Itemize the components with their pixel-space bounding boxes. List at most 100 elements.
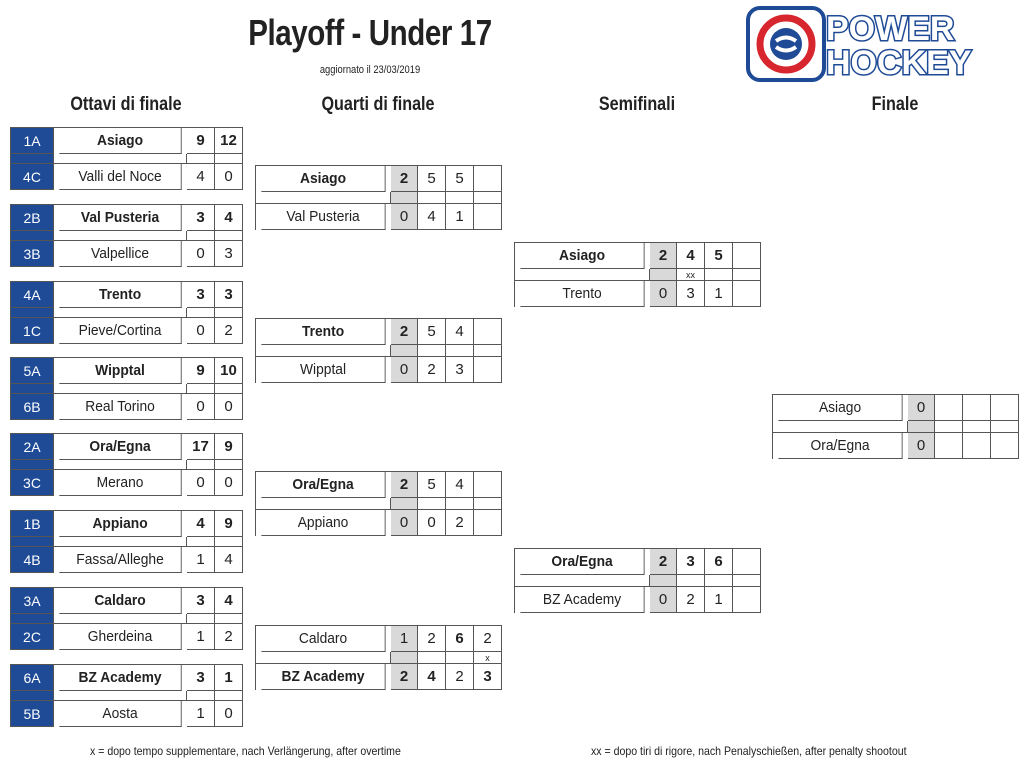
game-score: 4 [215, 547, 243, 573]
spacer-cell [54, 308, 187, 318]
game-score: 2 [474, 626, 502, 652]
game-score: 1 [446, 204, 474, 230]
power-hockey-logo: POWER HOCKEY [746, 6, 973, 82]
seed-badge: 2A [11, 434, 54, 460]
spacer-cell [418, 498, 446, 510]
game-score: 9 [187, 128, 215, 154]
spacer-cell [391, 498, 418, 510]
game-score: 4 [418, 204, 446, 230]
game-score: 1 [187, 624, 215, 650]
team-name: Trento [59, 282, 182, 308]
footnote-overtime: x = dopo tempo supplementare, nach Verlä… [90, 744, 401, 758]
game-score: 3 [474, 664, 502, 690]
spacer-cell [391, 192, 418, 204]
spacer-cell [515, 575, 650, 587]
game-score [935, 433, 963, 459]
spacer-cell [515, 269, 650, 281]
game-score: 4 [418, 664, 446, 690]
seed-badge: 3B [11, 241, 54, 267]
team-name: Appiano [59, 511, 182, 537]
game-score: 0 [187, 318, 215, 344]
spacer-cell [187, 537, 215, 547]
team-name: Fassa/Alleghe [59, 547, 182, 573]
spacer-cell [677, 575, 705, 587]
game-score: 17 [187, 434, 215, 460]
spacer-cell [733, 269, 761, 281]
game-score: 0 [215, 470, 243, 496]
team-name: Asiago [261, 166, 386, 192]
game-score [733, 281, 761, 307]
spacer-cell [446, 498, 474, 510]
seed-spacer [11, 460, 54, 470]
game-score: 2 [418, 626, 446, 652]
game-score: 3 [677, 281, 705, 307]
game-score: 6 [705, 549, 733, 575]
logo-line2: HOCKEY [826, 44, 972, 82]
game-score: 4 [446, 319, 474, 345]
spacer-cell [54, 614, 187, 624]
spacer-cell [391, 652, 418, 664]
footnote-shootout: xx = dopo tiri di rigore, nach Penalysch… [591, 744, 907, 758]
team-name: BZ Academy [261, 664, 386, 690]
game-score: 1 [187, 547, 215, 573]
spacer-cell [705, 575, 733, 587]
series-wins: 0 [650, 281, 677, 307]
seed-spacer [11, 691, 54, 701]
seed-badge: 3C [11, 470, 54, 496]
game-score [474, 319, 502, 345]
game-score: 5 [418, 166, 446, 192]
spacer-cell [733, 575, 761, 587]
spacer-cell [418, 345, 446, 357]
game-score [991, 433, 1019, 459]
game-score: 0 [418, 510, 446, 536]
spacer-cell [215, 231, 243, 241]
game-score: 2 [677, 587, 705, 613]
team-name: Ora/Egna [59, 434, 182, 460]
series-wins: 1 [391, 626, 418, 652]
series-wins: 2 [391, 664, 418, 690]
team-name: Caldaro [59, 588, 182, 614]
game-score: 2 [215, 318, 243, 344]
spacer-cell [54, 691, 187, 701]
game-score [474, 472, 502, 498]
spacer-cell [474, 498, 502, 510]
team-name: Ora/Egna [261, 472, 386, 498]
seed-badge: 6A [11, 665, 54, 691]
spacer-cell [187, 231, 215, 241]
header-final: Finale [871, 94, 919, 115]
series-wins: 0 [391, 357, 418, 383]
team-name: Asiago [778, 395, 903, 421]
spacer-cell [54, 460, 187, 470]
game-score: 4 [187, 164, 215, 190]
spacer-cell [54, 384, 187, 394]
team-name: Appiano [261, 510, 386, 536]
spacer-cell [256, 192, 391, 204]
game-score: 5 [418, 319, 446, 345]
game-score [474, 510, 502, 536]
team-name: Trento [520, 281, 645, 307]
spacer-cell [418, 652, 446, 664]
seed-badge: 2C [11, 624, 54, 650]
spacer-cell [215, 691, 243, 701]
team-name: Caldaro [261, 626, 386, 652]
spacer-cell [963, 421, 991, 433]
game-score [963, 433, 991, 459]
spacer-cell [187, 384, 215, 394]
spacer-cell [215, 384, 243, 394]
game-score: 4 [187, 511, 215, 537]
game-score: 3 [187, 282, 215, 308]
game-score: 9 [215, 511, 243, 537]
team-name: Asiago [59, 128, 182, 154]
game-score: 2 [446, 510, 474, 536]
spacer-cell [215, 614, 243, 624]
overtime-marker: x [474, 652, 502, 664]
spacer-cell [773, 421, 908, 433]
seed-spacer [11, 154, 54, 164]
seed-badge: 1C [11, 318, 54, 344]
